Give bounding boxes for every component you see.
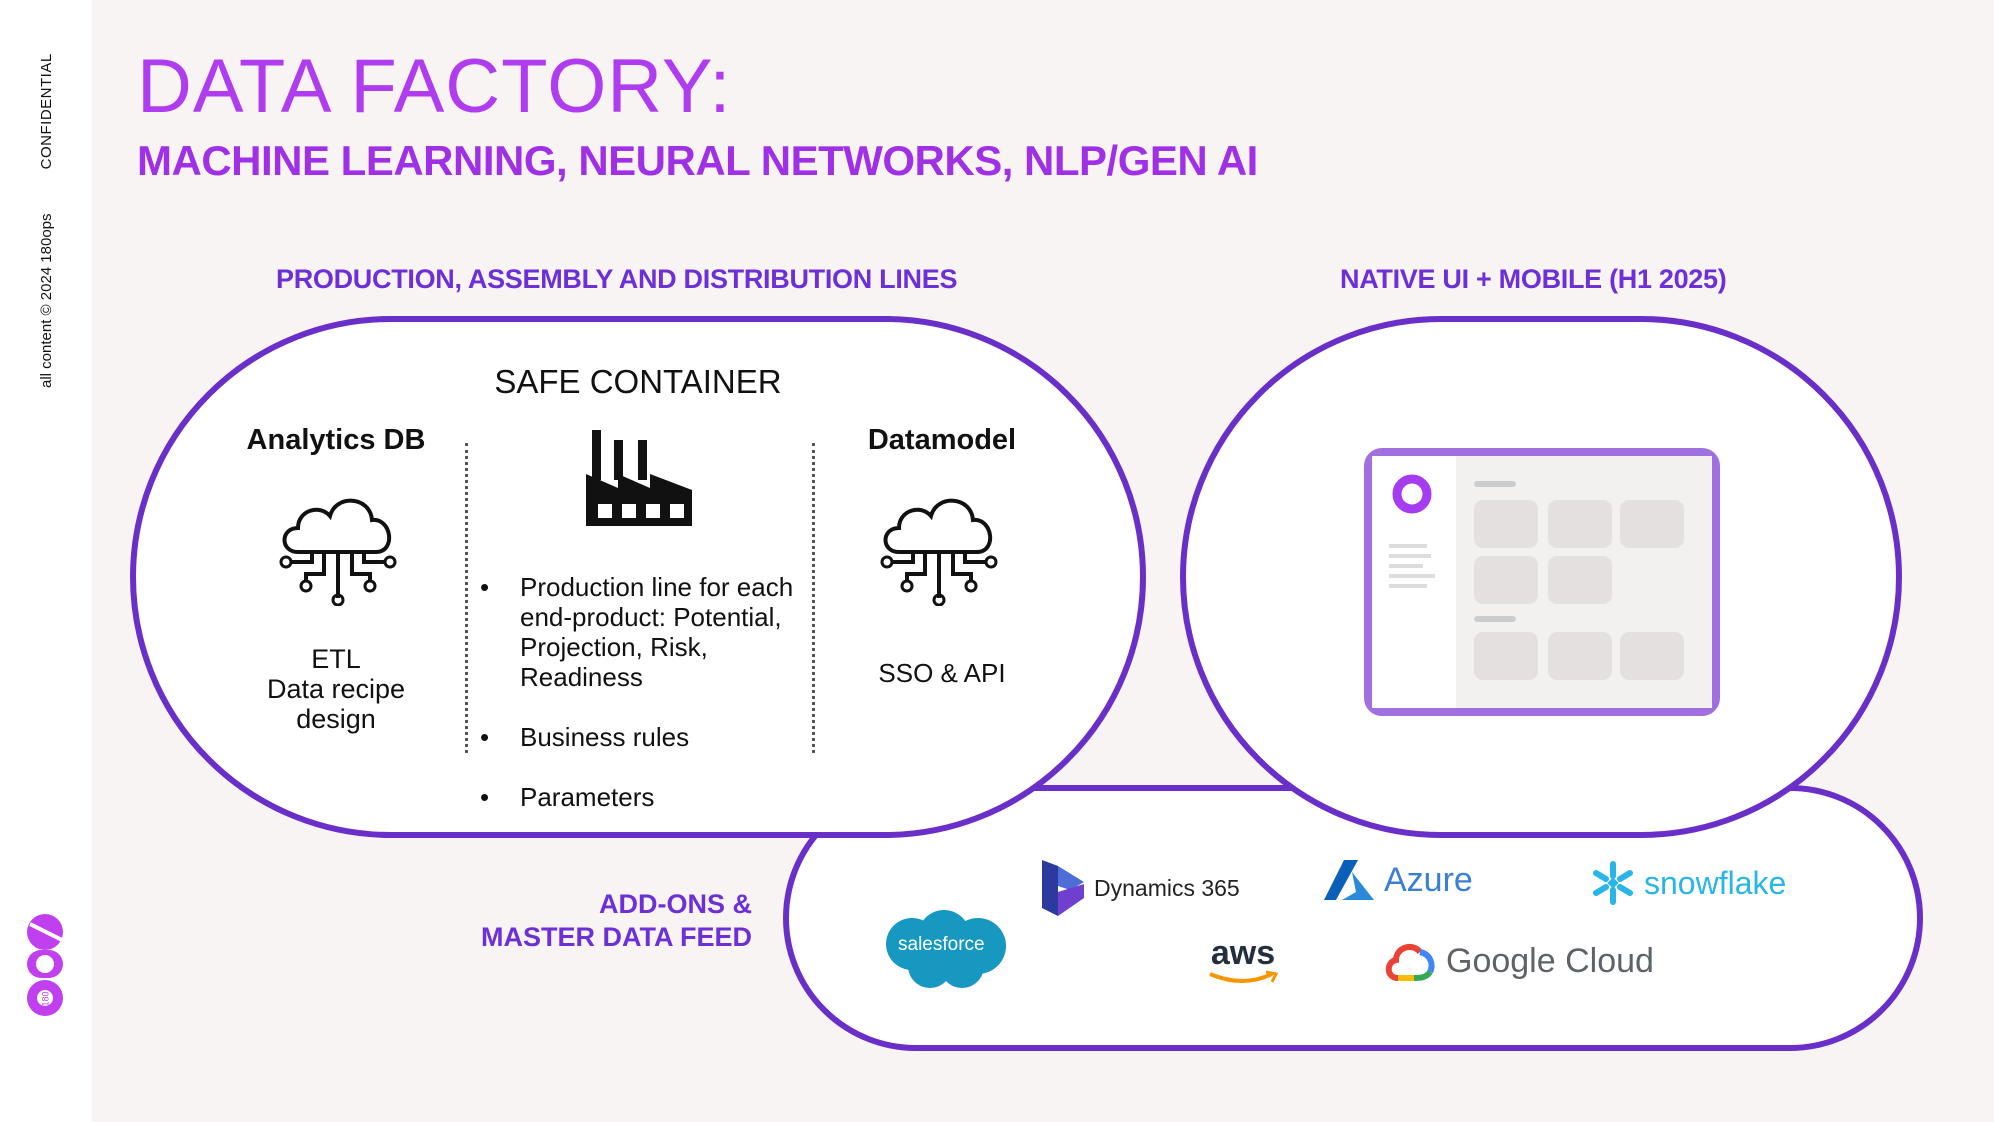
divider-left bbox=[465, 443, 468, 753]
aws-smile-icon bbox=[1209, 970, 1279, 983]
salesforce-cloud-icon bbox=[886, 910, 1006, 988]
azure-logo: Azure bbox=[1322, 858, 1473, 902]
addons-line1: ADD-ONS & bbox=[599, 889, 752, 919]
analytics-db-heading: Analytics DB bbox=[246, 424, 426, 456]
dynamics-365-logo: Dynamics 365 bbox=[1040, 858, 1240, 918]
azure-icon bbox=[1324, 860, 1374, 900]
google-cloud-label: Google Cloud bbox=[1446, 941, 1654, 980]
safe-container-title: SAFE CONTAINER bbox=[494, 363, 782, 400]
addons-label: ADD-ONS & MASTER DATA FEED bbox=[420, 888, 752, 954]
salesforce-label: salesforce bbox=[898, 934, 985, 955]
snowflake-logo: snowflake bbox=[1590, 860, 1786, 906]
aws-label: aws bbox=[1210, 934, 1276, 972]
factory-icon bbox=[586, 430, 692, 526]
logo-small-text: 180 bbox=[40, 991, 51, 1007]
dynamics-label: Dynamics 365 bbox=[1094, 874, 1240, 901]
azure-label: Azure bbox=[1384, 860, 1473, 899]
sidebar: all content © 2024 180ops CONFIDENTIAL 1… bbox=[0, 0, 92, 1122]
production-heading: PRODUCTION, ASSEMBLY AND DISTRIBUTION LI… bbox=[276, 264, 958, 294]
180ops-logo-icon bbox=[27, 914, 63, 1016]
aws-logo: aws bbox=[1206, 936, 1280, 986]
etl-label: ETL bbox=[311, 644, 361, 674]
sidebar-vertical-text: all content © 2024 180ops CONFIDENTIAL bbox=[38, 40, 55, 388]
google-cloud-logo: Google Cloud bbox=[1384, 940, 1654, 982]
design-label: design bbox=[296, 704, 376, 734]
divider-right bbox=[812, 443, 815, 753]
bullet-item: Business rules bbox=[480, 722, 800, 752]
page-title: DATA FACTORY: bbox=[137, 44, 732, 129]
native-heading: NATIVE UI + MOBILE (H1 2025) bbox=[1340, 264, 1727, 294]
data-recipe-label: Data recipe bbox=[266, 674, 406, 704]
addons-line2: MASTER DATA FEED bbox=[481, 922, 752, 952]
analytics-etl-text: ETL Data recipe design bbox=[216, 644, 456, 734]
production-bullets: Production line for each end-product: Po… bbox=[480, 572, 800, 842]
dynamics-icon bbox=[1042, 860, 1084, 916]
datamodel-heading: Datamodel bbox=[867, 424, 1017, 456]
page-subtitle: MACHINE LEARNING, NEURAL NETWORKS, NLP/G… bbox=[137, 137, 1258, 184]
sso-api-text: SSO & API bbox=[878, 658, 1006, 688]
cloud-network-icon bbox=[880, 498, 998, 606]
snowflake-label: snowflake bbox=[1644, 864, 1787, 901]
cloud-network-icon bbox=[279, 498, 397, 606]
snowflake-icon bbox=[1593, 861, 1633, 905]
copyright-text: all content © 2024 180ops bbox=[38, 213, 55, 388]
bullet-item: Production line for each end-product: Po… bbox=[480, 572, 800, 692]
google-cloud-icon bbox=[1385, 943, 1435, 981]
confidential-label: CONFIDENTIAL bbox=[38, 53, 55, 170]
app-mockup-icon bbox=[1364, 448, 1720, 716]
salesforce-logo: salesforce bbox=[882, 908, 1010, 990]
bullet-item: Parameters bbox=[480, 782, 800, 812]
